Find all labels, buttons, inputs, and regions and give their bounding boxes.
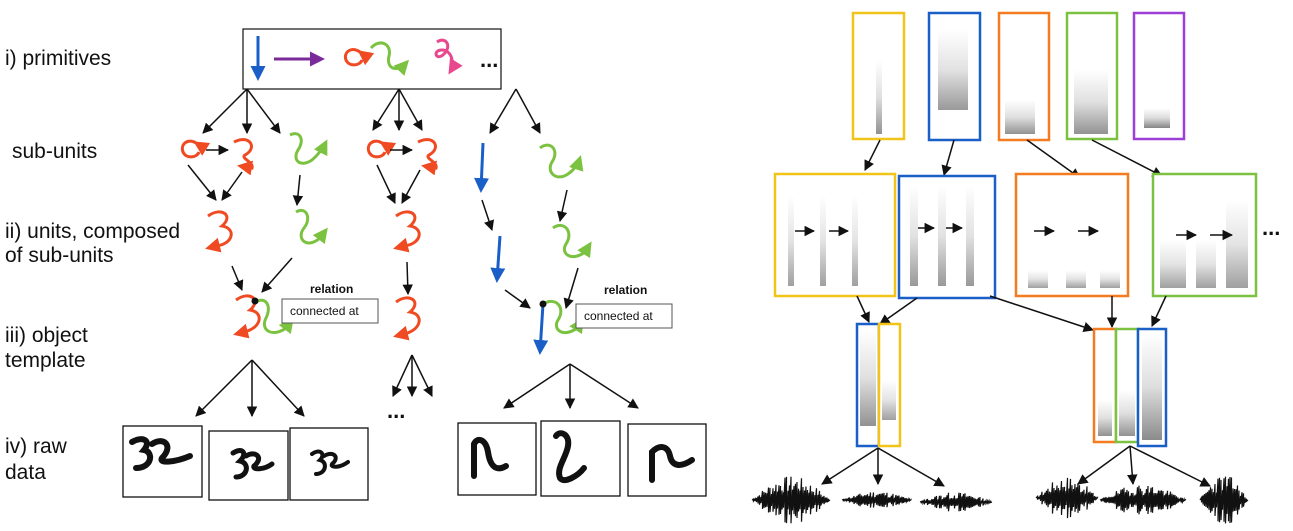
speech-primitive-arrows [864, 139, 1163, 179]
subunit-arrows [187, 164, 568, 231]
primitives-ellipsis: ... [480, 47, 498, 72]
primitive-red-hook [343, 48, 375, 67]
speech-primitives-row [851, 11, 1186, 142]
label-raw-line2: data [5, 461, 46, 484]
label-template-line2: template [5, 349, 86, 372]
speech-template-arrows [821, 445, 1211, 487]
speech-unit-arrows [856, 295, 1167, 333]
template-ellipsis: ... [387, 398, 405, 423]
subunits-row [180, 132, 584, 193]
speech-templates-row [855, 322, 1168, 448]
raw-data-boxes [122, 420, 707, 501]
waveforms [751, 476, 1249, 524]
relation-title-2: relation [604, 283, 647, 297]
level-labels: i) primitives sub-units ii) units, compo… [5, 47, 180, 484]
primitive-green-wave [369, 41, 410, 76]
connection-point [539, 300, 547, 308]
relation-label-1: connected at [290, 304, 359, 318]
unit-arrows [231, 257, 579, 310]
connection-point [251, 297, 259, 305]
label-template-line1: iii) object [5, 324, 88, 347]
object-templates: relation connected at relation connected… [233, 282, 673, 355]
label-units-line1: ii) units, composed [5, 220, 180, 243]
label-raw-line1: iv) raw [5, 435, 68, 458]
relation-label-2: connected at [584, 309, 653, 323]
units-row [205, 209, 592, 283]
speech-units-row: ... [773, 172, 1280, 300]
template-arrows [195, 354, 639, 418]
relation-title-1: relation [310, 282, 353, 296]
speech-units-ellipsis: ... [1262, 215, 1280, 240]
primitives-box: ... [242, 28, 502, 90]
primitive-arrows [202, 88, 541, 135]
primitive-pink-loop [434, 38, 463, 75]
label-units-line2: of sub-units [5, 244, 114, 267]
label-primitives: i) primitives [5, 47, 111, 70]
label-subunits: sub-units [12, 140, 97, 163]
